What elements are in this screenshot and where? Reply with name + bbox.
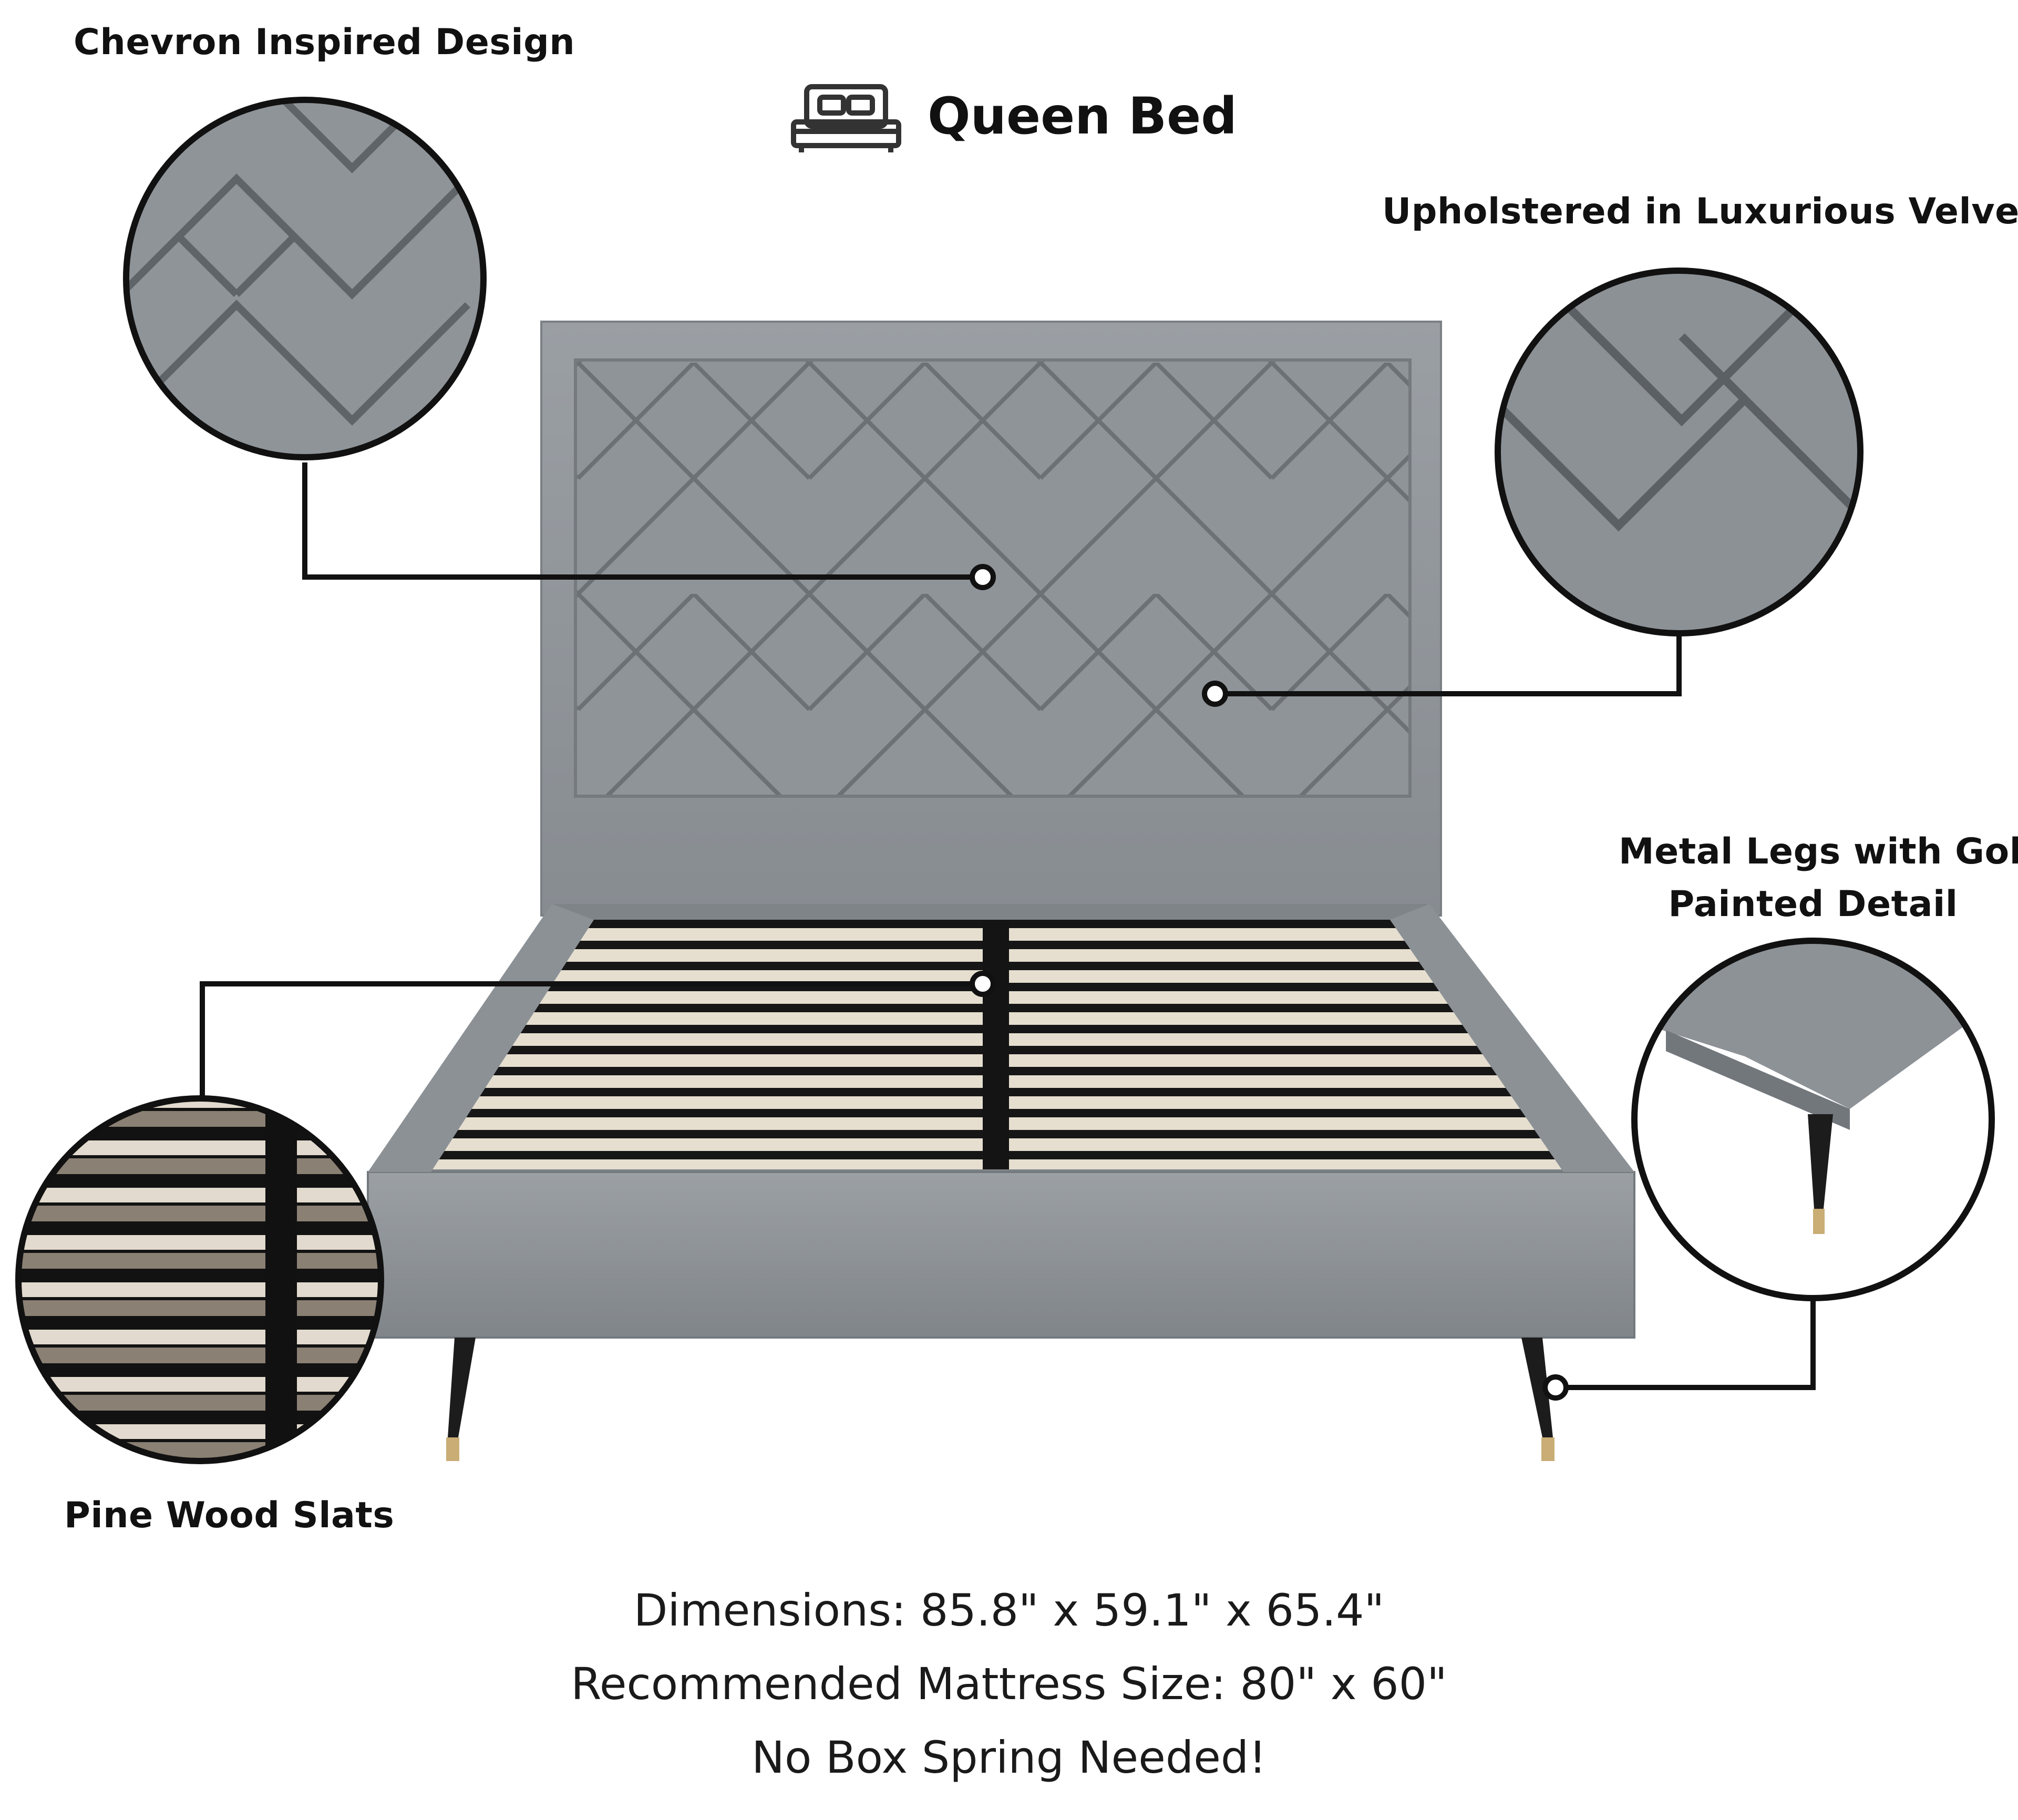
spec-box-spring: No Box Spring Needed! bbox=[751, 1732, 1267, 1783]
callout-label-slats: Pine Wood Slats bbox=[64, 1495, 395, 1536]
zoom-leg-detail bbox=[1631, 938, 1995, 1301]
callout-label-legs-line2: Painted Detail bbox=[1668, 883, 1958, 925]
callout-dots bbox=[970, 564, 1569, 1401]
headboard bbox=[540, 321, 1442, 917]
callout-label-legs-line1: Metal Legs with Gold bbox=[1619, 831, 2018, 872]
zoom-slats-detail bbox=[15, 1095, 384, 1464]
page-title: Queen Bed bbox=[928, 87, 1237, 146]
callout-label-velvet: Upholstered in Luxurious Velvet bbox=[1382, 191, 2018, 232]
bed-legs bbox=[446, 1338, 1554, 1461]
spec-mattress-size: Recommended Mattress Size: 80" x 60" bbox=[571, 1658, 1447, 1710]
zoom-chevron-detail bbox=[123, 97, 487, 460]
bed-icon bbox=[791, 84, 901, 152]
zoom-velvet-detail bbox=[1495, 268, 1863, 636]
spec-dimensions: Dimensions: 85.8" x 59.1" x 65.4" bbox=[633, 1585, 1385, 1636]
callout-lines bbox=[200, 462, 1816, 1390]
callout-label-chevron: Chevron Inspired Design bbox=[74, 22, 575, 63]
bed-frame bbox=[367, 904, 1635, 1339]
